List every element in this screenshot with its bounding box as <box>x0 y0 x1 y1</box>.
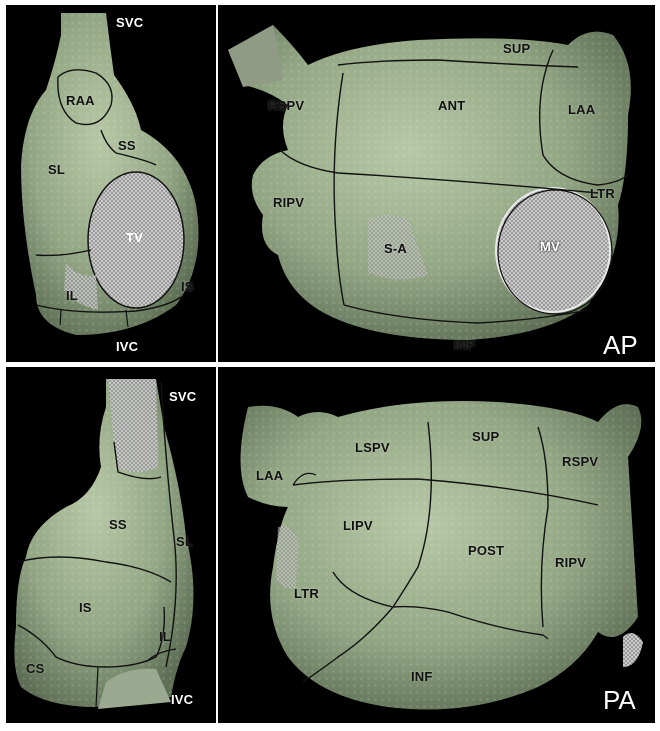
label-inf: INF <box>454 337 476 352</box>
view-label-ap: AP <box>603 330 638 361</box>
view-label-pa: PA <box>603 685 636 716</box>
label-rspv: RSPV <box>268 98 304 113</box>
label-laa: LAA <box>256 468 283 483</box>
label-sup: SUP <box>503 41 530 56</box>
label-tv: TV <box>126 230 143 245</box>
panel-la-ap: SUP RSPV ANT LAA RIPV LTR S-A MV INF AP <box>218 5 655 362</box>
label-laa: LAA <box>568 102 595 117</box>
label-ltr: LTR <box>590 186 615 201</box>
label-is: IS <box>79 600 92 615</box>
label-ss: SS <box>109 517 127 532</box>
label-sup: SUP <box>472 429 499 444</box>
panel-la-pa: LSPV SUP RSPV LAA LIPV POST RIPV LTR INF… <box>218 367 655 723</box>
label-ripv: RIPV <box>273 195 304 210</box>
label-lspv: LSPV <box>355 440 390 455</box>
label-ivc: IVC <box>171 692 193 707</box>
ra-anterior-shape <box>6 5 216 362</box>
label-sa: S-A <box>384 241 407 256</box>
label-lipv: LIPV <box>343 518 373 533</box>
label-post: POST <box>468 543 504 558</box>
label-il: IL <box>159 629 171 644</box>
label-ltr: LTR <box>294 586 319 601</box>
label-cs: CS <box>26 661 44 676</box>
label-sl: SL <box>48 162 65 177</box>
label-svc: SVC <box>169 389 196 404</box>
label-raa: RAA <box>66 93 95 108</box>
label-inf: INF <box>411 669 433 684</box>
label-il: IL <box>66 288 78 303</box>
label-ripv: RIPV <box>555 555 586 570</box>
la-ap-shape <box>218 5 655 362</box>
panel-ra-anterior: SVC RAA SS SL TV IL IS IVC <box>6 5 216 362</box>
label-rspv: RSPV <box>562 454 598 469</box>
la-pa-shape <box>218 367 655 723</box>
label-mv: MV <box>540 239 560 254</box>
label-ivc: IVC <box>116 339 138 354</box>
label-ss: SS <box>118 138 136 153</box>
label-is: IS <box>181 279 194 294</box>
label-ant: ANT <box>438 98 465 113</box>
label-sl: SL <box>176 534 193 549</box>
label-svc: SVC <box>116 15 143 30</box>
panel-ra-posterior: SVC SS SL IS IL CS IVC <box>6 367 216 723</box>
